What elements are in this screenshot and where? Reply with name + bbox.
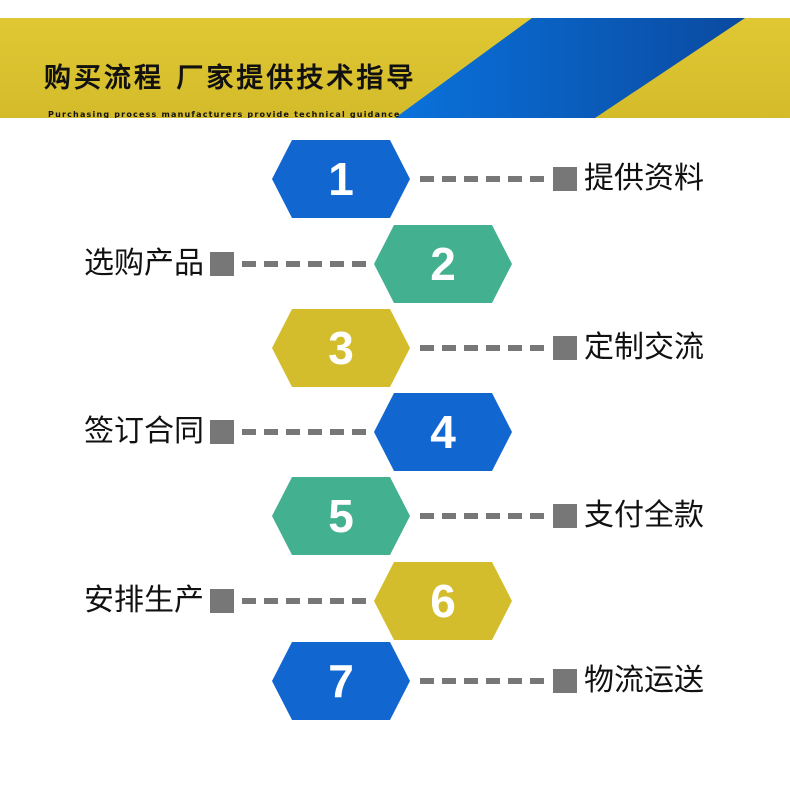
banner-title: 购买流程 厂家提供技术指导 — [44, 63, 417, 94]
connector-dashes — [242, 429, 366, 435]
connector-dashes — [420, 513, 544, 519]
connector-dashes — [420, 345, 544, 351]
banner-blue-stripe — [395, 18, 745, 118]
hexagon-shape — [272, 309, 410, 387]
step-2-hexagon: 2 — [374, 225, 512, 303]
step-5-hexagon: 5 — [272, 477, 410, 555]
step-1-hexagon: 1 — [272, 140, 410, 218]
step-number: 5 — [328, 490, 354, 542]
connector-square — [553, 504, 577, 528]
step-label: 支付全款 — [584, 498, 704, 533]
step-number: 6 — [430, 575, 456, 627]
step-number: 3 — [328, 322, 354, 374]
hexagon-shape — [272, 140, 410, 218]
hexagon-shape — [374, 393, 512, 471]
step-number: 2 — [430, 238, 456, 290]
connector-square — [553, 669, 577, 693]
connector-square — [553, 167, 577, 191]
hexagon-shape — [374, 562, 512, 640]
connector-square — [553, 336, 577, 360]
step-label: 签订合同 — [84, 414, 204, 449]
step-label: 选购产品 — [84, 246, 204, 281]
step-3-hexagon: 3 — [272, 309, 410, 387]
header-banner: 购买流程 厂家提供技术指导 Purchasing process manufac… — [0, 18, 790, 118]
step-4-hexagon: 4 — [374, 393, 512, 471]
step-number: 1 — [328, 153, 354, 205]
step-label: 定制交流 — [584, 330, 704, 365]
connector-dashes — [242, 261, 366, 267]
banner-subtitle: Purchasing process manufacturers provide… — [48, 110, 401, 118]
connector-dashes — [420, 176, 544, 182]
hexagon-shape — [374, 225, 512, 303]
hexagon-shape — [272, 477, 410, 555]
connector-square — [210, 589, 234, 613]
connector-square — [210, 252, 234, 276]
connector-dashes — [242, 598, 366, 604]
step-label: 安排生产 — [84, 583, 204, 618]
step-number: 4 — [430, 406, 456, 458]
connector-dashes — [420, 678, 544, 684]
hexagon-shape — [272, 642, 410, 720]
step-number: 7 — [328, 655, 354, 707]
step-label: 物流运送 — [584, 663, 704, 698]
step-6-hexagon: 6 — [374, 562, 512, 640]
step-label: 提供资料 — [584, 161, 704, 196]
step-7-hexagon: 7 — [272, 642, 410, 720]
connector-square — [210, 420, 234, 444]
